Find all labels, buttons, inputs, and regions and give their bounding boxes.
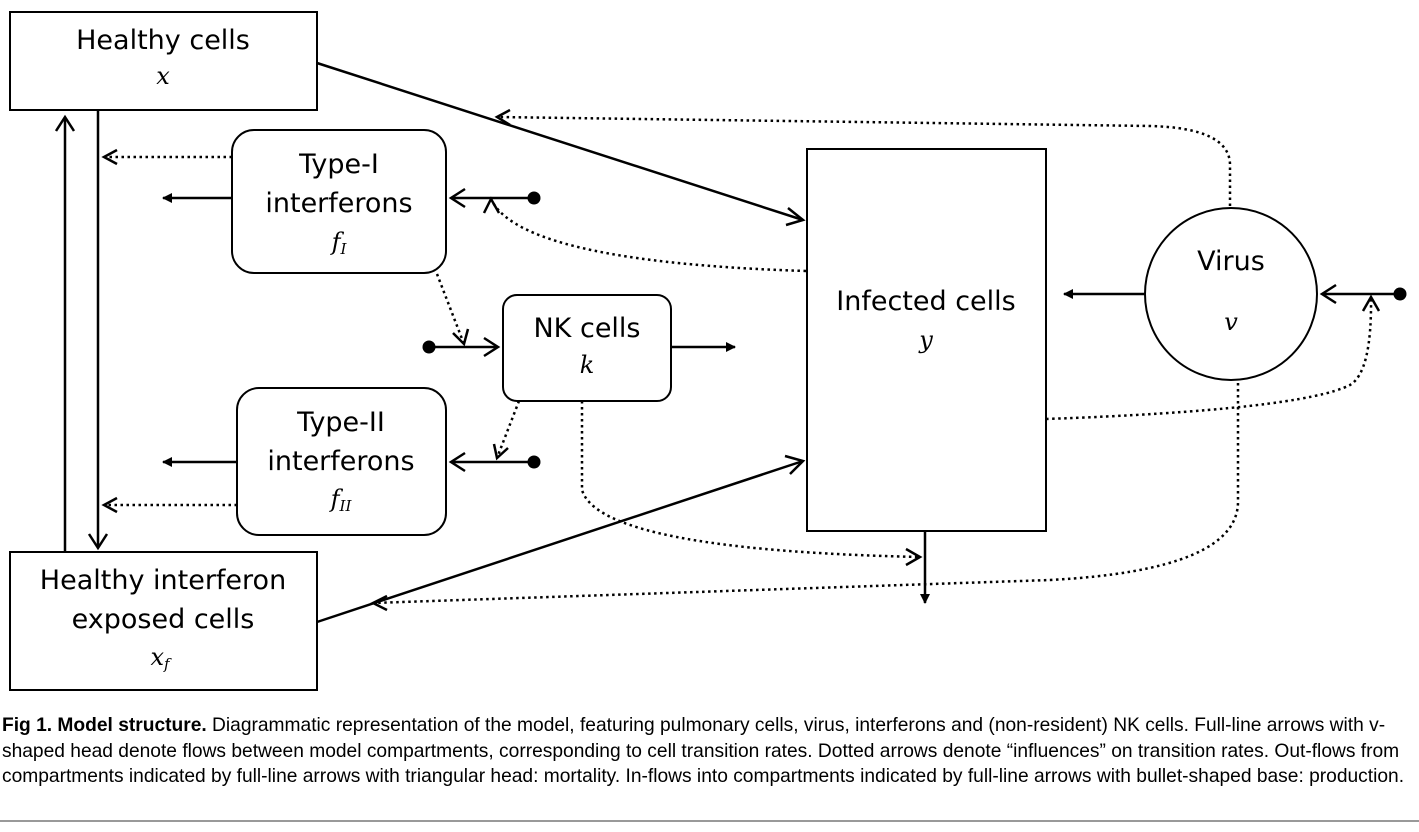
production-virus-bullet	[1393, 287, 1407, 301]
node-type1-interferons: Type-I interferons fI	[231, 129, 447, 274]
production-type1-head	[448, 187, 466, 209]
node-nk-cells-symbol: k	[580, 351, 595, 379]
node-nk-cells-label: NK cells	[533, 313, 640, 344]
node-infected-cells-label: Infected cells	[836, 286, 1015, 317]
node-healthy-cells: Healthy cells x	[9, 11, 318, 111]
influence-type1-to-nk-head	[452, 328, 470, 347]
influence-virus-to-exposed-infection	[372, 377, 1240, 605]
node-healthy-cells-label: Healthy cells	[76, 25, 250, 56]
influence-type1-to-nk	[435, 273, 466, 345]
node-virus-label: Virus	[1197, 246, 1265, 277]
influence-infected-to-type1-head	[482, 196, 501, 214]
influence-virus-to-infection	[496, 115, 1232, 212]
figure-caption: Fig 1. Model structure. Diagrammatic rep…	[2, 713, 1416, 790]
node-type1-label-line1: Type-I	[298, 149, 379, 180]
figure-caption-text: Diagrammatic representation of the model…	[2, 715, 1405, 787]
node-virus: Virus v	[1144, 207, 1318, 381]
model-structure-diagram: Healthy cells x Type-I interferons fI NK…	[9, 11, 1407, 691]
production-nk-head	[483, 336, 501, 358]
node-infected-cells-symbol: y	[918, 326, 933, 354]
influence-type2-to-transition-head	[101, 496, 118, 514]
flow-healthy-to-exposed-head	[87, 533, 109, 551]
node-healthy-cells-symbol: x	[156, 62, 170, 90]
influence-infected-to-virus-head	[1361, 294, 1381, 312]
node-exposed-symbol: xf	[150, 643, 172, 673]
influence-virus-to-infection-head	[494, 108, 511, 127]
node-exposed-label-line2: exposed cells	[72, 604, 255, 635]
flow-exposed-to-infected-head	[784, 454, 806, 475]
production-virus-head	[1319, 283, 1337, 305]
figure-caption-label: Fig 1. Model structure.	[2, 715, 207, 736]
influence-virus-to-exposed-infection-head	[370, 594, 388, 612]
node-healthy-interferon-exposed-cells: Healthy interferon exposed cells xf	[9, 551, 318, 691]
influence-infected-to-type1	[489, 198, 807, 273]
production-nk-bullet	[422, 340, 436, 354]
influence-nk-to-type2	[495, 400, 521, 459]
flow-exposed-to-healthy-head	[54, 114, 76, 132]
node-type1-label-line2: interferons	[265, 188, 412, 219]
production-type2-head	[448, 451, 466, 473]
flow-healthy-to-infected-head	[785, 207, 806, 227]
flow-exposed-to-infected	[316, 459, 804, 624]
production-type1-bullet	[527, 191, 541, 205]
node-infected-cells: Infected cells y	[806, 148, 1047, 532]
node-nk-cells: NK cells k	[502, 294, 672, 402]
caption-divider	[0, 820, 1419, 822]
influence-nk-to-infected-mortality-head	[905, 547, 923, 567]
production-type2-bullet	[527, 455, 541, 469]
node-type2-label-line2: interferons	[267, 446, 414, 477]
node-type2-label-line1: Type-II	[296, 407, 385, 438]
node-exposed-label-line1: Healthy interferon	[40, 565, 286, 596]
node-virus-symbol: v	[1224, 308, 1238, 336]
flow-healthy-to-infected	[316, 61, 804, 222]
influence-infected-to-virus	[1045, 296, 1373, 421]
node-type2-interferons: Type-II interferons fII	[236, 387, 447, 536]
influence-type1-to-transition-head	[101, 148, 118, 166]
influence-nk-to-type2-head	[492, 443, 509, 461]
